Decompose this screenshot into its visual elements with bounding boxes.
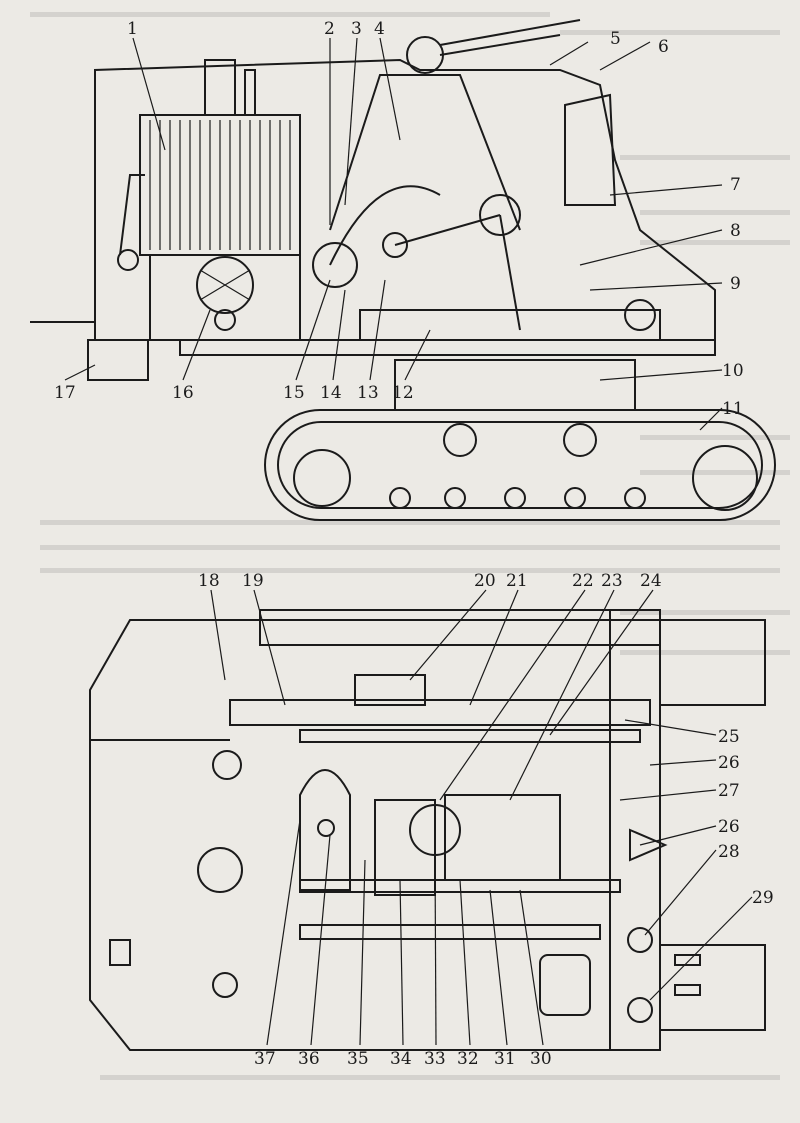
callout-35: 35 bbox=[347, 1049, 369, 1069]
top-pulley bbox=[406, 36, 444, 74]
callout-23: 23 bbox=[601, 571, 623, 591]
callout-34: 34 bbox=[390, 1049, 412, 1069]
side-view-labels: 1 2 3 4 5 6 7 8 9 10 11 12 13 14 15 16 1… bbox=[54, 19, 744, 419]
callout-4: 4 bbox=[374, 19, 385, 39]
callout-33: 33 bbox=[424, 1049, 446, 1069]
drum-left bbox=[382, 232, 408, 258]
callout-20: 20 bbox=[474, 571, 496, 591]
callout-21: 21 bbox=[506, 571, 528, 591]
top-view bbox=[89, 609, 766, 1051]
idler-wheel bbox=[293, 449, 351, 507]
callout-6: 6 bbox=[658, 37, 669, 57]
gear-shaft bbox=[299, 729, 641, 743]
callout-25: 25 bbox=[718, 727, 740, 747]
callout-32: 32 bbox=[457, 1049, 479, 1069]
callout-30: 30 bbox=[530, 1049, 552, 1069]
callout-10: 10 bbox=[722, 361, 744, 381]
track-top-band bbox=[259, 619, 661, 646]
callout-5: 5 bbox=[610, 29, 621, 49]
bevel-gear bbox=[312, 242, 358, 288]
callout-26: 26 bbox=[718, 753, 740, 773]
fan bbox=[196, 256, 254, 314]
callout-37: 37 bbox=[254, 1049, 276, 1069]
spur-gear-top bbox=[354, 674, 426, 706]
callout-2: 2 bbox=[324, 19, 335, 39]
callout-7: 7 bbox=[730, 175, 741, 195]
main-shaft bbox=[359, 309, 661, 341]
callout-13: 13 bbox=[357, 383, 379, 403]
callout-16: 16 bbox=[172, 383, 194, 403]
callout-31: 31 bbox=[494, 1049, 516, 1069]
radiator-fins bbox=[149, 120, 291, 250]
callout-9: 9 bbox=[730, 274, 741, 294]
callout-8: 8 bbox=[730, 221, 741, 241]
hull-outline bbox=[89, 609, 661, 1051]
engine-block bbox=[149, 254, 301, 341]
background-print-texture bbox=[30, 12, 790, 1080]
side-view-leaders bbox=[64, 37, 723, 431]
callout-29: 29 bbox=[752, 888, 774, 908]
drum-right bbox=[479, 194, 521, 236]
side-view bbox=[30, 19, 776, 521]
front-box bbox=[87, 339, 149, 381]
top-view-leaders bbox=[210, 589, 753, 1046]
callout-14: 14 bbox=[320, 383, 342, 403]
track-links-lower bbox=[659, 944, 766, 1031]
callout-11: 11 bbox=[722, 399, 744, 419]
upper-shaft bbox=[229, 699, 651, 726]
hatch-circle bbox=[197, 847, 243, 893]
callout-3: 3 bbox=[351, 19, 362, 39]
worm-gear bbox=[374, 799, 436, 896]
callout-27: 27 bbox=[718, 781, 740, 801]
callout-22: 22 bbox=[572, 571, 594, 591]
track-outer bbox=[264, 409, 776, 521]
boom-frame bbox=[329, 74, 521, 231]
top-view-labels: 18 19 20 21 22 23 24 25 26 27 26 28 29 3… bbox=[198, 571, 774, 1069]
callout-26b: 26 bbox=[718, 817, 740, 837]
callout-1: 1 bbox=[127, 19, 138, 39]
track-links-upper bbox=[659, 619, 766, 706]
gear-pack bbox=[444, 794, 561, 881]
cab-window bbox=[564, 93, 617, 206]
callout-12: 12 bbox=[392, 383, 414, 403]
callout-28: 28 bbox=[718, 842, 740, 862]
exhaust-stack bbox=[204, 59, 236, 116]
undercarriage-body bbox=[394, 359, 636, 411]
callout-36: 36 bbox=[298, 1049, 320, 1069]
track-inner bbox=[277, 421, 763, 509]
callout-19: 19 bbox=[242, 571, 264, 591]
drive-sprocket bbox=[692, 445, 758, 511]
callout-18: 18 bbox=[198, 571, 220, 591]
winch-drum bbox=[299, 769, 351, 891]
callout-17: 17 bbox=[54, 383, 76, 403]
callout-24: 24 bbox=[640, 571, 662, 591]
callout-15: 15 bbox=[283, 383, 305, 403]
